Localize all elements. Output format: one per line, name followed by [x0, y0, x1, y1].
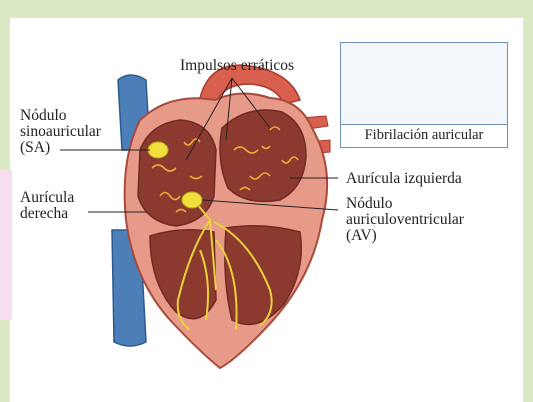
label-sa-node: Nódulo sinoauricular (SA): [20, 108, 101, 156]
label-right-atrium: Aurícula derecha: [20, 190, 74, 222]
label-erratic-impulses: Impulsos erráticos: [180, 58, 294, 74]
label-av-node: Nódulo auriculoventricular (AV): [346, 196, 464, 244]
sa-node: [148, 142, 168, 158]
ecg-caption: Fibrilación auricular: [341, 124, 507, 147]
av-node: [182, 192, 202, 208]
ecg-panel: Fibrilación auricular: [340, 42, 508, 148]
label-left-atrium: Aurícula izquierda: [346, 171, 462, 187]
left-atrium-chamber: [220, 110, 306, 202]
